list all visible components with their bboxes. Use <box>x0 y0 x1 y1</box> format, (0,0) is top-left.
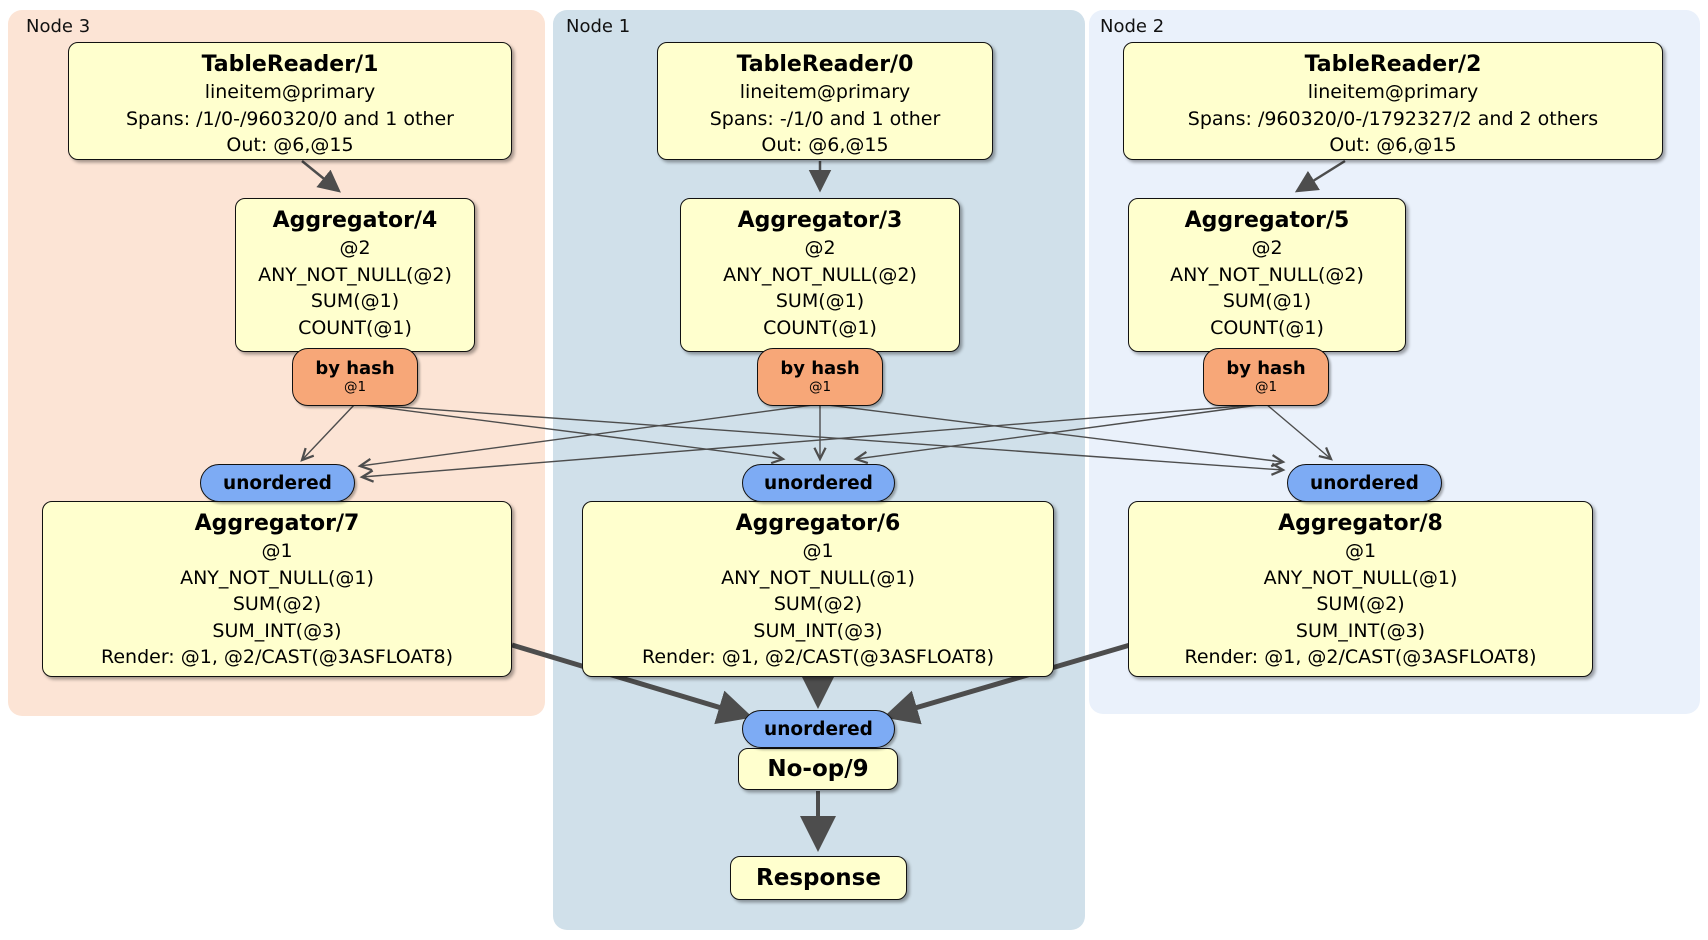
agg-render: Render: @1, @2/CAST(@3ASFLOAT8) <box>642 646 994 668</box>
router-by-hash-5: by hash @1 <box>1203 348 1329 406</box>
processor-title: Aggregator/6 <box>735 511 901 536</box>
processor-out: Out: @6,@15 <box>1329 134 1457 156</box>
processor-title: Aggregator/3 <box>737 208 903 233</box>
router-label: by hash <box>315 358 395 379</box>
processor-index: lineitem@primary <box>1307 81 1479 103</box>
edge-router4-sync3 <box>300 403 356 462</box>
sync-unordered-node2: unordered <box>1287 464 1442 502</box>
sync-unordered-node3: unordered <box>200 464 355 502</box>
processor-title: TableReader/1 <box>201 52 379 77</box>
edge-router5-sync3 <box>359 403 1267 483</box>
agg-render: Render: @1, @2/CAST(@3ASFLOAT8) <box>1184 646 1537 668</box>
processor-aggregator-5: Aggregator/5 @2 ANY_NOT_NULL(@2) SUM(@1)… <box>1128 198 1406 352</box>
processor-noop-9: No-op/9 <box>738 748 898 790</box>
agg-group-cols: @2 <box>339 237 371 259</box>
processor-aggregator-8: Aggregator/8 @1 ANY_NOT_NULL(@1) SUM(@2)… <box>1128 501 1593 677</box>
agg-fn: COUNT(@1) <box>298 316 412 339</box>
agg-fn: COUNT(@1) <box>763 316 877 339</box>
sync-label: unordered <box>764 718 873 740</box>
processor-tablereader-0: TableReader/0 lineitem@primary Spans: -/… <box>657 42 993 160</box>
edge-tr2-agg5 <box>1294 159 1346 193</box>
agg-fn: SUM(@2) <box>232 593 322 615</box>
processor-aggregator-7: Aggregator/7 @1 ANY_NOT_NULL(@1) SUM(@2)… <box>42 501 512 677</box>
agg-group-cols: @2 <box>1251 237 1283 259</box>
agg-render: Render: @1, @2/CAST(@3ASFLOAT8) <box>101 646 453 668</box>
agg-group-cols: @1 <box>261 540 293 562</box>
agg-fn: COUNT(@1) <box>1210 316 1324 339</box>
edge-tr1-agg4 <box>301 160 341 193</box>
processor-tablereader-1: TableReader/1 lineitem@primary Spans: /1… <box>68 42 512 160</box>
processor-tablereader-2: TableReader/2 lineitem@primary Spans: /9… <box>1123 42 1663 160</box>
region-label-node1: Node 1 <box>566 16 631 37</box>
edge-router4-sync1 <box>354 403 786 465</box>
sync-label: unordered <box>1310 472 1419 494</box>
router-label: by hash <box>780 358 860 379</box>
processor-out: Out: @6,@15 <box>226 134 354 156</box>
agg-fn: ANY_NOT_NULL(@1) <box>1263 566 1458 589</box>
edge-router4-sync2 <box>354 403 1286 476</box>
region-label-node3: Node 3 <box>26 16 91 37</box>
sync-label: unordered <box>223 472 332 494</box>
router-label: by hash <box>1226 358 1306 379</box>
processor-title: Aggregator/5 <box>1184 208 1350 233</box>
processor-title: No-op/9 <box>767 756 869 782</box>
agg-fn: SUM(@2) <box>1316 593 1405 615</box>
agg-fn: SUM_INT(@3) <box>212 619 342 642</box>
processor-aggregator-4: Aggregator/4 @2 ANY_NOT_NULL(@2) SUM(@1)… <box>235 198 475 352</box>
agg-fn: SUM(@1) <box>310 290 400 312</box>
agg-fn: SUM(@2) <box>773 593 863 615</box>
processor-spans: Spans: /1/0-/960320/0 and 1 other <box>126 107 454 130</box>
edge-router3-sync3 <box>357 403 821 472</box>
agg-group-cols: @1 <box>802 540 834 562</box>
agg-group-cols: @1 <box>1344 540 1377 562</box>
agg-fn: SUM(@1) <box>775 290 865 312</box>
processor-response: Response <box>730 856 907 900</box>
router-columns: @1 <box>1254 379 1278 395</box>
sync-unordered-final: unordered <box>742 710 895 748</box>
processor-index: lineitem@primary <box>204 81 376 103</box>
processor-title: Aggregator/4 <box>272 208 438 233</box>
agg-fn: SUM(@1) <box>1222 290 1312 312</box>
processor-title: TableReader/0 <box>736 52 914 77</box>
edge-router5-sync1 <box>853 403 1267 465</box>
region-label-node2: Node 2 <box>1100 16 1165 37</box>
processor-aggregator-6: Aggregator/6 @1 ANY_NOT_NULL(@1) SUM(@2)… <box>582 501 1054 677</box>
processor-title: Aggregator/8 <box>1278 511 1443 536</box>
agg-fn: ANY_NOT_NULL(@1) <box>180 566 374 589</box>
agg-fn: SUM_INT(@3) <box>753 619 883 642</box>
edge-agg7-sync-final <box>511 642 753 725</box>
agg-fn: ANY_NOT_NULL(@2) <box>258 263 452 286</box>
processor-out: Out: @6,@15 <box>761 134 889 156</box>
processor-title: Response <box>756 865 881 891</box>
router-by-hash-3: by hash @1 <box>757 348 883 406</box>
processor-title: TableReader/2 <box>1304 52 1482 77</box>
processor-spans: Spans: -/1/0 and 1 other <box>709 107 941 130</box>
router-columns: @1 <box>808 379 832 395</box>
agg-group-cols: @2 <box>804 237 836 259</box>
sync-label: unordered <box>764 472 873 494</box>
agg-fn: ANY_NOT_NULL(@2) <box>1170 263 1364 286</box>
agg-fn: ANY_NOT_NULL(@2) <box>723 263 917 286</box>
router-by-hash-4: by hash @1 <box>292 348 418 406</box>
agg-fn: SUM_INT(@3) <box>1295 619 1426 642</box>
processor-spans: Spans: /960320/0-/1792327/2 and 2 others <box>1187 107 1599 130</box>
edge-agg8-sync-final <box>883 642 1131 725</box>
edge-router5-sync2 <box>1265 403 1333 461</box>
processor-aggregator-3: Aggregator/3 @2 ANY_NOT_NULL(@2) SUM(@1)… <box>680 198 960 352</box>
sync-unordered-node1: unordered <box>742 464 895 502</box>
router-columns: @1 <box>343 379 367 395</box>
processor-index: lineitem@primary <box>739 81 911 103</box>
agg-fn: ANY_NOT_NULL(@1) <box>721 566 915 589</box>
processor-title: Aggregator/7 <box>194 511 360 536</box>
